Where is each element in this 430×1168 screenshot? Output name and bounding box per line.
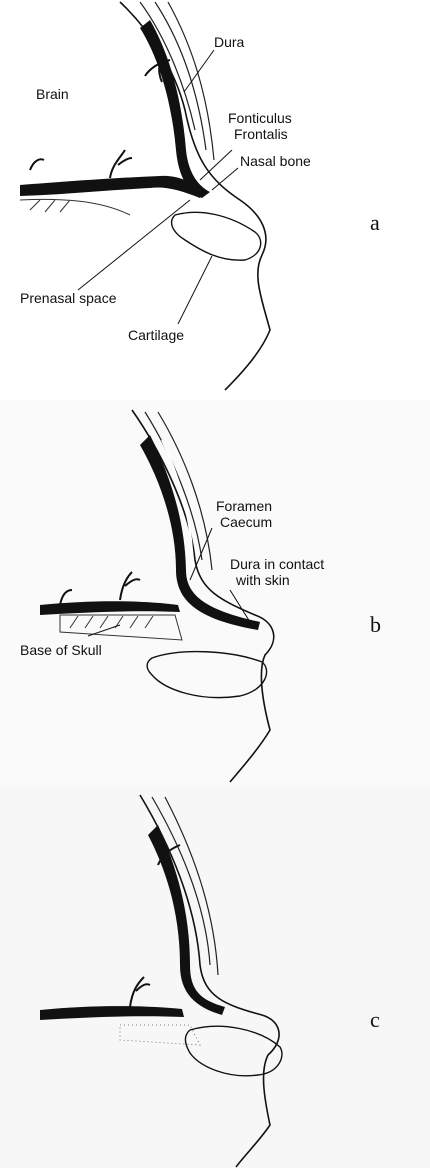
- dura-band: [148, 825, 225, 1015]
- hatch-lower: [19, 198, 131, 216]
- label-dura: Dura: [214, 34, 245, 50]
- panel-a-drawing: [19, 1, 271, 391]
- label-dura-contact: Dura in contact: [230, 556, 325, 572]
- skull-hatch: [59, 614, 183, 641]
- vessel-1: [109, 149, 133, 179]
- panel-c: c: [0, 785, 430, 1168]
- panel-letter-b: b: [370, 612, 381, 637]
- leader-fonticulus: [199, 149, 233, 181]
- label-cartilage: Cartilage: [128, 327, 185, 343]
- panel-b: Foramen Caecum Dura in contact with skin…: [0, 400, 430, 785]
- skin-outline: [139, 794, 280, 1168]
- vessel-2: [157, 844, 181, 866]
- label-prenasal-space: Prenasal space: [20, 290, 117, 306]
- leader-dura: [183, 49, 215, 93]
- scalp-line-1: [151, 796, 211, 966]
- label-frontalis: Frontalis: [234, 126, 288, 142]
- stipple: [119, 1024, 201, 1046]
- label-fonticulus: Fonticulus: [228, 110, 292, 126]
- vessel-2: [59, 589, 73, 606]
- vessel-3: [29, 158, 45, 171]
- leader-cartilage: [177, 255, 213, 325]
- label-brain: Brain: [36, 86, 69, 102]
- dura-base: [40, 601, 180, 615]
- dura-band: [140, 435, 260, 630]
- label-foramen: Foramen: [216, 498, 273, 514]
- leader-foramen: [189, 527, 213, 581]
- scalp-line-2: [164, 796, 219, 976]
- leader-dura-contact: [229, 589, 251, 623]
- dura-base: [40, 1006, 184, 1020]
- leader-base: [87, 624, 121, 637]
- label-caecum: Caecum: [220, 514, 273, 530]
- scalp-line-1: [139, 1, 196, 131]
- scalp-line-2: [154, 1, 207, 151]
- vessel-2: [144, 59, 171, 83]
- panel-letter-a: a: [370, 210, 380, 235]
- label-nasal-bone: Nasal bone: [240, 153, 311, 169]
- cartilage-shape: [184, 1025, 283, 1077]
- label-with-skin: with skin: [236, 572, 290, 588]
- scalp-line-2: [157, 411, 213, 571]
- leader-prenasal: [77, 199, 191, 291]
- panel-a: Brain Dura Fonticulus Frontalis Nasal bo…: [0, 0, 430, 400]
- hatch-marks: [69, 615, 154, 629]
- dura-base: [20, 175, 205, 198]
- panel-b-drawing: [40, 409, 275, 783]
- scalp-line-1: [144, 411, 203, 561]
- dura-inner: [161, 439, 194, 569]
- panel-c-drawing: [40, 794, 283, 1168]
- label-base-of-skull: Base of Skull: [20, 642, 102, 658]
- skin-outline: [119, 1, 271, 391]
- vessel-1: [119, 571, 141, 601]
- vessel-1: [129, 976, 151, 1008]
- dura-band: [140, 20, 210, 198]
- cartilage-shape: [170, 211, 262, 261]
- leader-nasal: [211, 167, 239, 191]
- panel-letter-c: c: [370, 1007, 380, 1032]
- skin-outline: [131, 409, 275, 783]
- cartilage-shape: [146, 650, 268, 699]
